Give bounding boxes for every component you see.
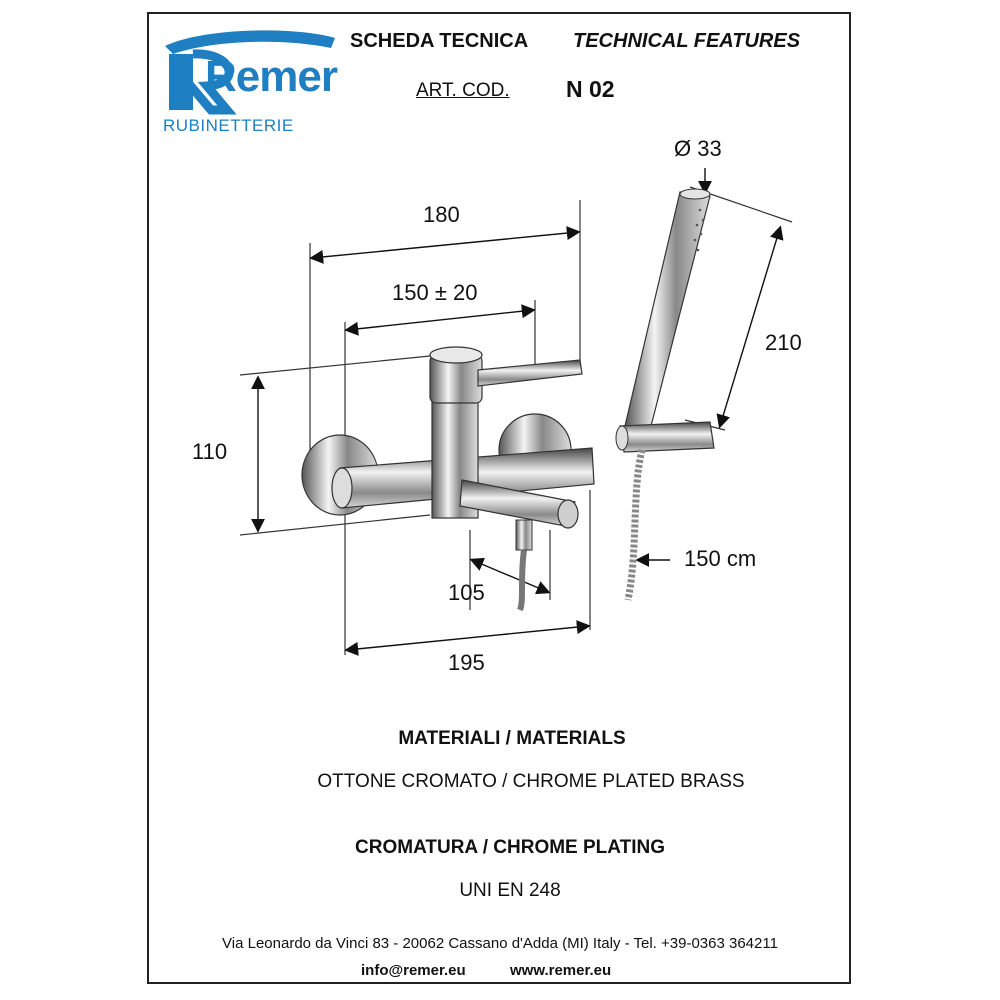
dim-depth: 195 [448, 650, 485, 675]
brand-subtitle: RUBINETTERIE [163, 116, 294, 135]
title-italian: SCHEDA TECNICA [350, 30, 529, 52]
dim-center-distance: 150 ± 20 [392, 280, 477, 305]
email-link[interactable]: info@remer.eu [361, 962, 466, 979]
dim-handshower-length: 210 [765, 330, 802, 355]
plating-value: UNI EN 248 [459, 880, 561, 901]
dim-height: 110 [192, 439, 227, 464]
company-address: Via Leonardo da Vinci 83 - 20062 Cassano… [222, 935, 778, 952]
dim-width-total: 180 [423, 202, 460, 227]
dim-spout-offset: 105 [448, 580, 485, 605]
website-link[interactable]: www.remer.eu [510, 962, 612, 979]
dim-hose-length: 150 cm [684, 546, 756, 571]
remer-logo-icon [165, 30, 335, 115]
article-code-value: N 02 [566, 76, 615, 102]
brand-word: Remer [205, 52, 338, 101]
title-english: TECHNICAL FEATURES [573, 30, 801, 52]
materials-value: OTTONE CROMATO / CHROME PLATED BRASS [317, 771, 745, 792]
plating-heading: CROMATURA / CHROME PLATING [355, 837, 665, 858]
faucet-technical-drawing: 180 150 ± 20 110 105 195 Ø 33 210 150 cm [192, 136, 802, 675]
materials-heading: MATERIALI / MATERIALS [398, 728, 626, 749]
article-code-label: ART. COD. [416, 80, 510, 101]
dim-handshower-diameter: Ø 33 [674, 136, 722, 161]
